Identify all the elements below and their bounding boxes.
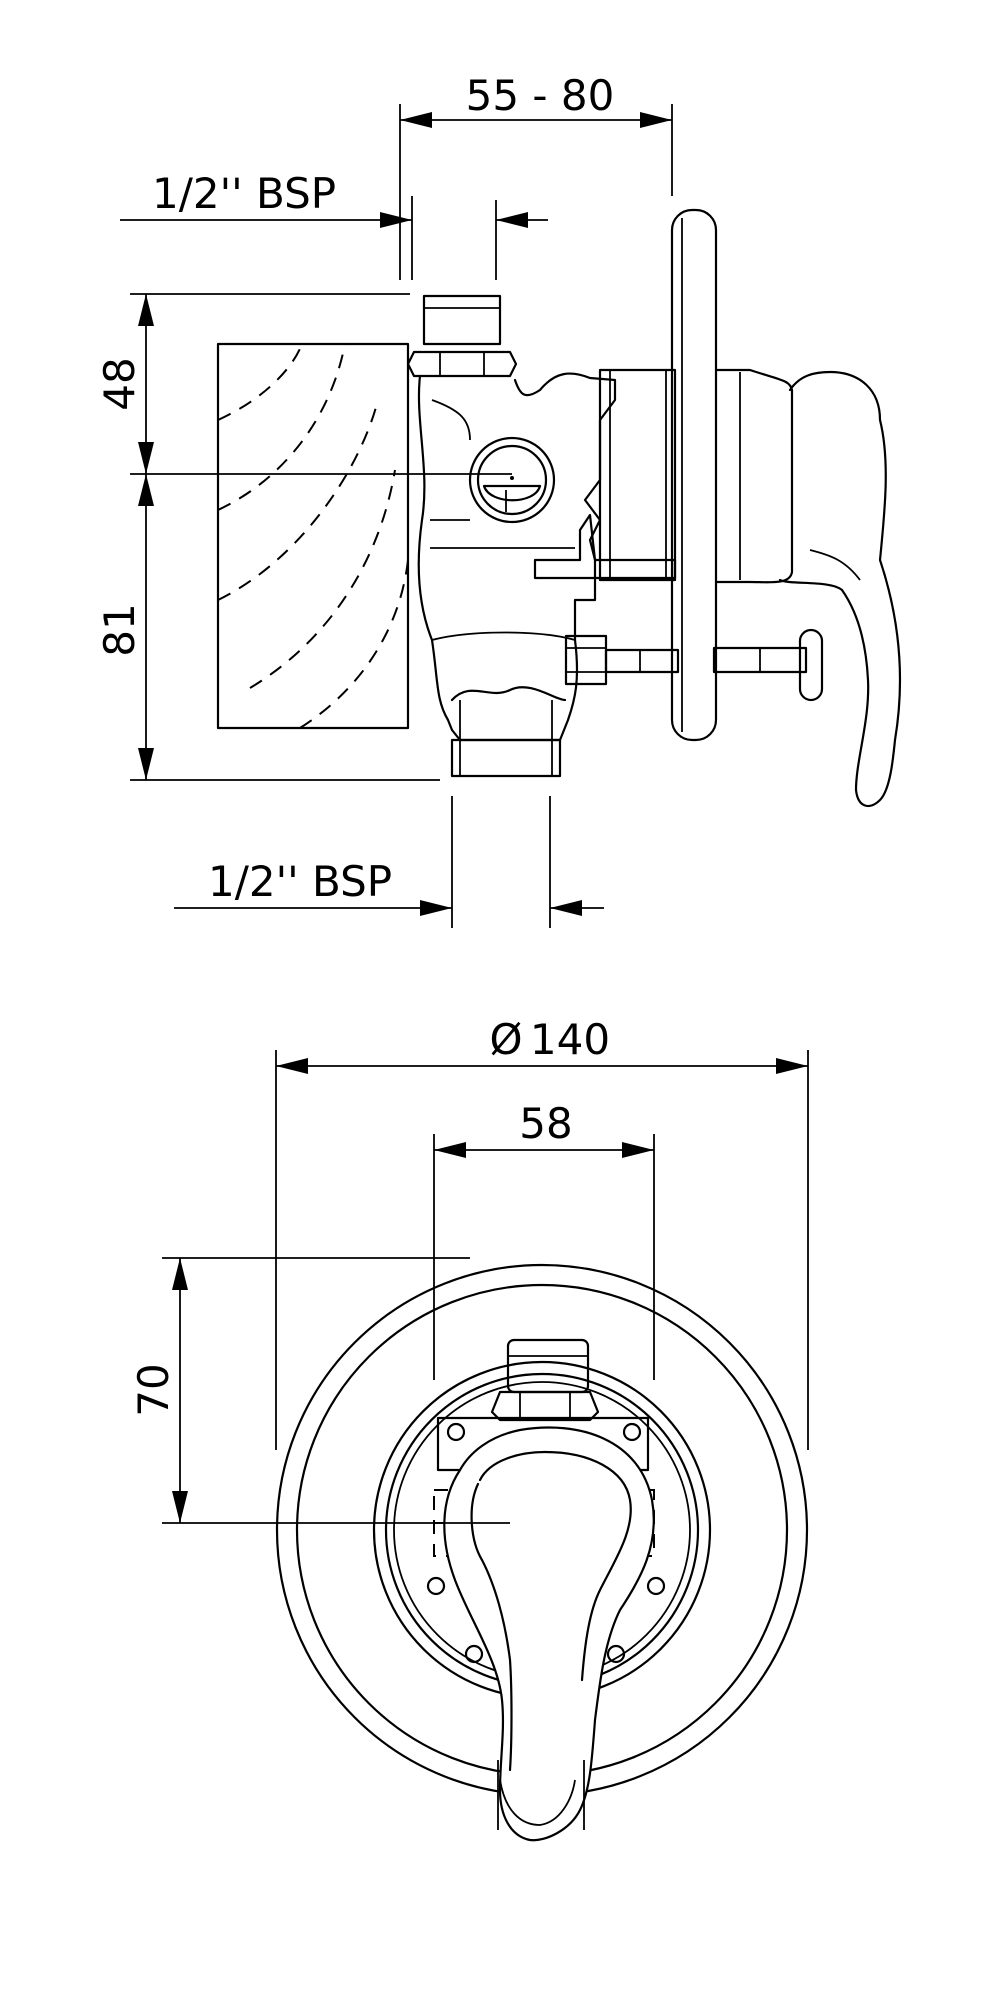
lever-handle-front xyxy=(443,1426,655,1842)
dim-70-label: 70 xyxy=(129,1363,178,1416)
dim-48-label: 48 xyxy=(95,357,144,410)
dim-140-label: 140 xyxy=(530,1015,610,1064)
dim-81-label: 81 xyxy=(95,603,144,656)
front-view: Ø 140 58 70 xyxy=(129,1015,809,1842)
side-dimensions: 55 - 80 1/2'' BSP 48 81 xyxy=(95,71,673,928)
side-view: 55 - 80 1/2'' BSP 48 81 xyxy=(95,71,902,928)
dim-outlet-bsp-label: 1/2'' BSP xyxy=(208,857,392,906)
dim-58-label: 58 xyxy=(519,1099,572,1148)
wall-block xyxy=(216,342,410,730)
dim-inlet-bsp-label: 1/2'' BSP xyxy=(152,169,336,218)
dim-diameter-symbol: Ø xyxy=(489,1015,522,1064)
inlet-stub-front xyxy=(490,1338,600,1422)
diverter-knob-side xyxy=(712,628,824,702)
wall-plate-side xyxy=(670,208,718,742)
front-dimensions: Ø 140 58 70 xyxy=(129,1015,809,1524)
valve-body xyxy=(406,294,680,778)
dim-55-80-label: 55 - 80 xyxy=(466,71,615,120)
lever-handle-side xyxy=(714,368,902,808)
